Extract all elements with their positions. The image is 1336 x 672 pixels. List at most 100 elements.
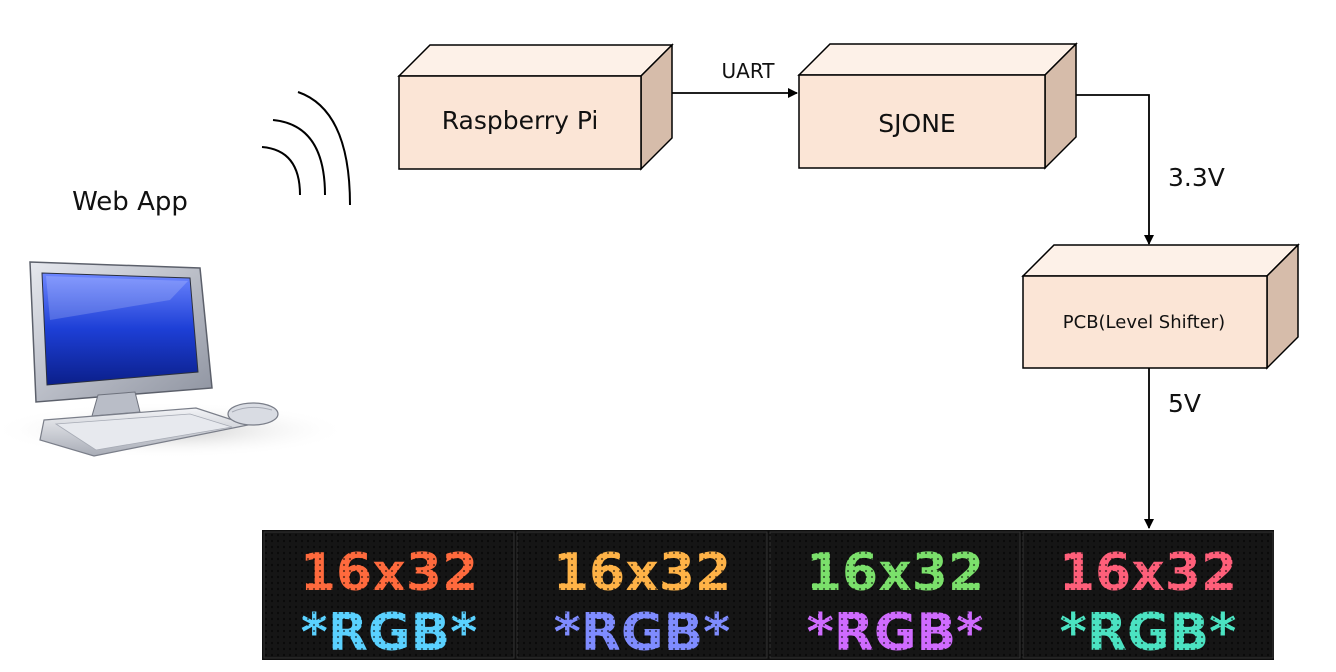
led-dot: [768, 587, 772, 591]
led-dot: [558, 653, 562, 657]
led-dot: [1092, 575, 1096, 579]
led-dot: [1032, 623, 1036, 627]
led-dot: [804, 575, 808, 579]
led-dot: [972, 599, 976, 603]
led-dot: [1098, 533, 1102, 537]
led-dot: [330, 611, 334, 615]
led-dot: [978, 599, 982, 603]
led-dot: [630, 557, 634, 561]
led-dot: [282, 581, 286, 585]
led-dot: [498, 575, 502, 579]
led-dot: [528, 641, 532, 645]
led-dot: [816, 545, 820, 549]
led-dot: [354, 545, 358, 549]
led-dot: [1248, 629, 1252, 633]
led-dot: [840, 545, 844, 549]
led-dot: [396, 557, 400, 561]
led-dot: [606, 617, 610, 621]
led-dot: [990, 605, 994, 609]
led-dot: [1086, 587, 1090, 591]
led-dot: [600, 575, 604, 579]
led-dot: [726, 539, 730, 543]
led-dot: [630, 599, 634, 603]
led-dot: [1002, 629, 1006, 633]
led-dot: [678, 557, 682, 561]
led-dot: [1032, 593, 1036, 597]
led-dot: [1224, 629, 1228, 633]
led-dot: [444, 569, 448, 573]
led-dot: [1122, 563, 1126, 567]
led-dot: [864, 551, 868, 555]
led-dot: [1080, 581, 1084, 585]
led-dot: [786, 563, 790, 567]
led-dot: [456, 569, 460, 573]
led-dot: [966, 629, 970, 633]
led-dot: [1032, 611, 1036, 615]
led-dot: [1008, 575, 1012, 579]
led-dot: [420, 569, 424, 573]
led-dot: [294, 581, 298, 585]
led-dot: [270, 617, 274, 621]
led-dot: [678, 623, 682, 627]
led-dot: [762, 647, 766, 651]
led-dot: [774, 641, 778, 645]
led-dot: [1212, 581, 1216, 585]
led-dot: [306, 539, 310, 543]
led-dot: [1146, 629, 1150, 633]
led-dot: [1068, 581, 1072, 585]
led-dot: [1104, 599, 1108, 603]
led-dot: [450, 617, 454, 621]
led-dot: [762, 581, 766, 585]
pcb-level-shifter-box: [1021, 243, 1300, 370]
led-dot: [618, 575, 622, 579]
led-dot: [852, 563, 856, 567]
led-dot: [756, 575, 760, 579]
led-dot: [894, 647, 898, 651]
led-dot: [828, 545, 832, 549]
led-dot: [726, 545, 730, 549]
led-dot: [1038, 569, 1042, 573]
led-dot: [1008, 599, 1012, 603]
led-dot: [330, 551, 334, 555]
led-dot: [726, 629, 730, 633]
led-dot: [852, 629, 856, 633]
led-dot: [1026, 599, 1030, 603]
led-dot: [684, 575, 688, 579]
led-dot: [480, 653, 484, 657]
led-dot: [930, 575, 934, 579]
led-dot: [270, 575, 274, 579]
led-dot: [882, 653, 886, 657]
led-dot: [1236, 581, 1240, 585]
led-dot: [846, 641, 850, 645]
led-dot: [438, 599, 442, 603]
led-dot: [306, 587, 310, 591]
led-dot: [288, 587, 292, 591]
led-dot: [672, 623, 676, 627]
led-dot: [762, 587, 766, 591]
led-dot: [828, 563, 832, 567]
led-dot: [762, 605, 766, 609]
led-dot: [1176, 539, 1180, 543]
led-dot: [966, 611, 970, 615]
led-dot: [840, 599, 844, 603]
led-dot: [1020, 605, 1024, 609]
led-dot: [1056, 533, 1060, 537]
led-dot: [270, 653, 274, 657]
led-dot: [978, 551, 982, 555]
led-dot: [960, 653, 964, 657]
led-dot: [504, 539, 508, 543]
led-dot: [840, 653, 844, 657]
led-dot: [342, 569, 346, 573]
led-dot: [978, 635, 982, 639]
led-dot: [1044, 581, 1048, 585]
led-dot: [726, 587, 730, 591]
led-dot: [672, 533, 676, 537]
led-dot: [876, 605, 880, 609]
led-dot: [522, 623, 526, 627]
led-dot: [312, 629, 316, 633]
led-dot: [1206, 599, 1210, 603]
led-dot: [1266, 557, 1270, 561]
led-dot: [954, 557, 958, 561]
led-dot: [954, 581, 958, 585]
led-dot: [876, 593, 880, 597]
